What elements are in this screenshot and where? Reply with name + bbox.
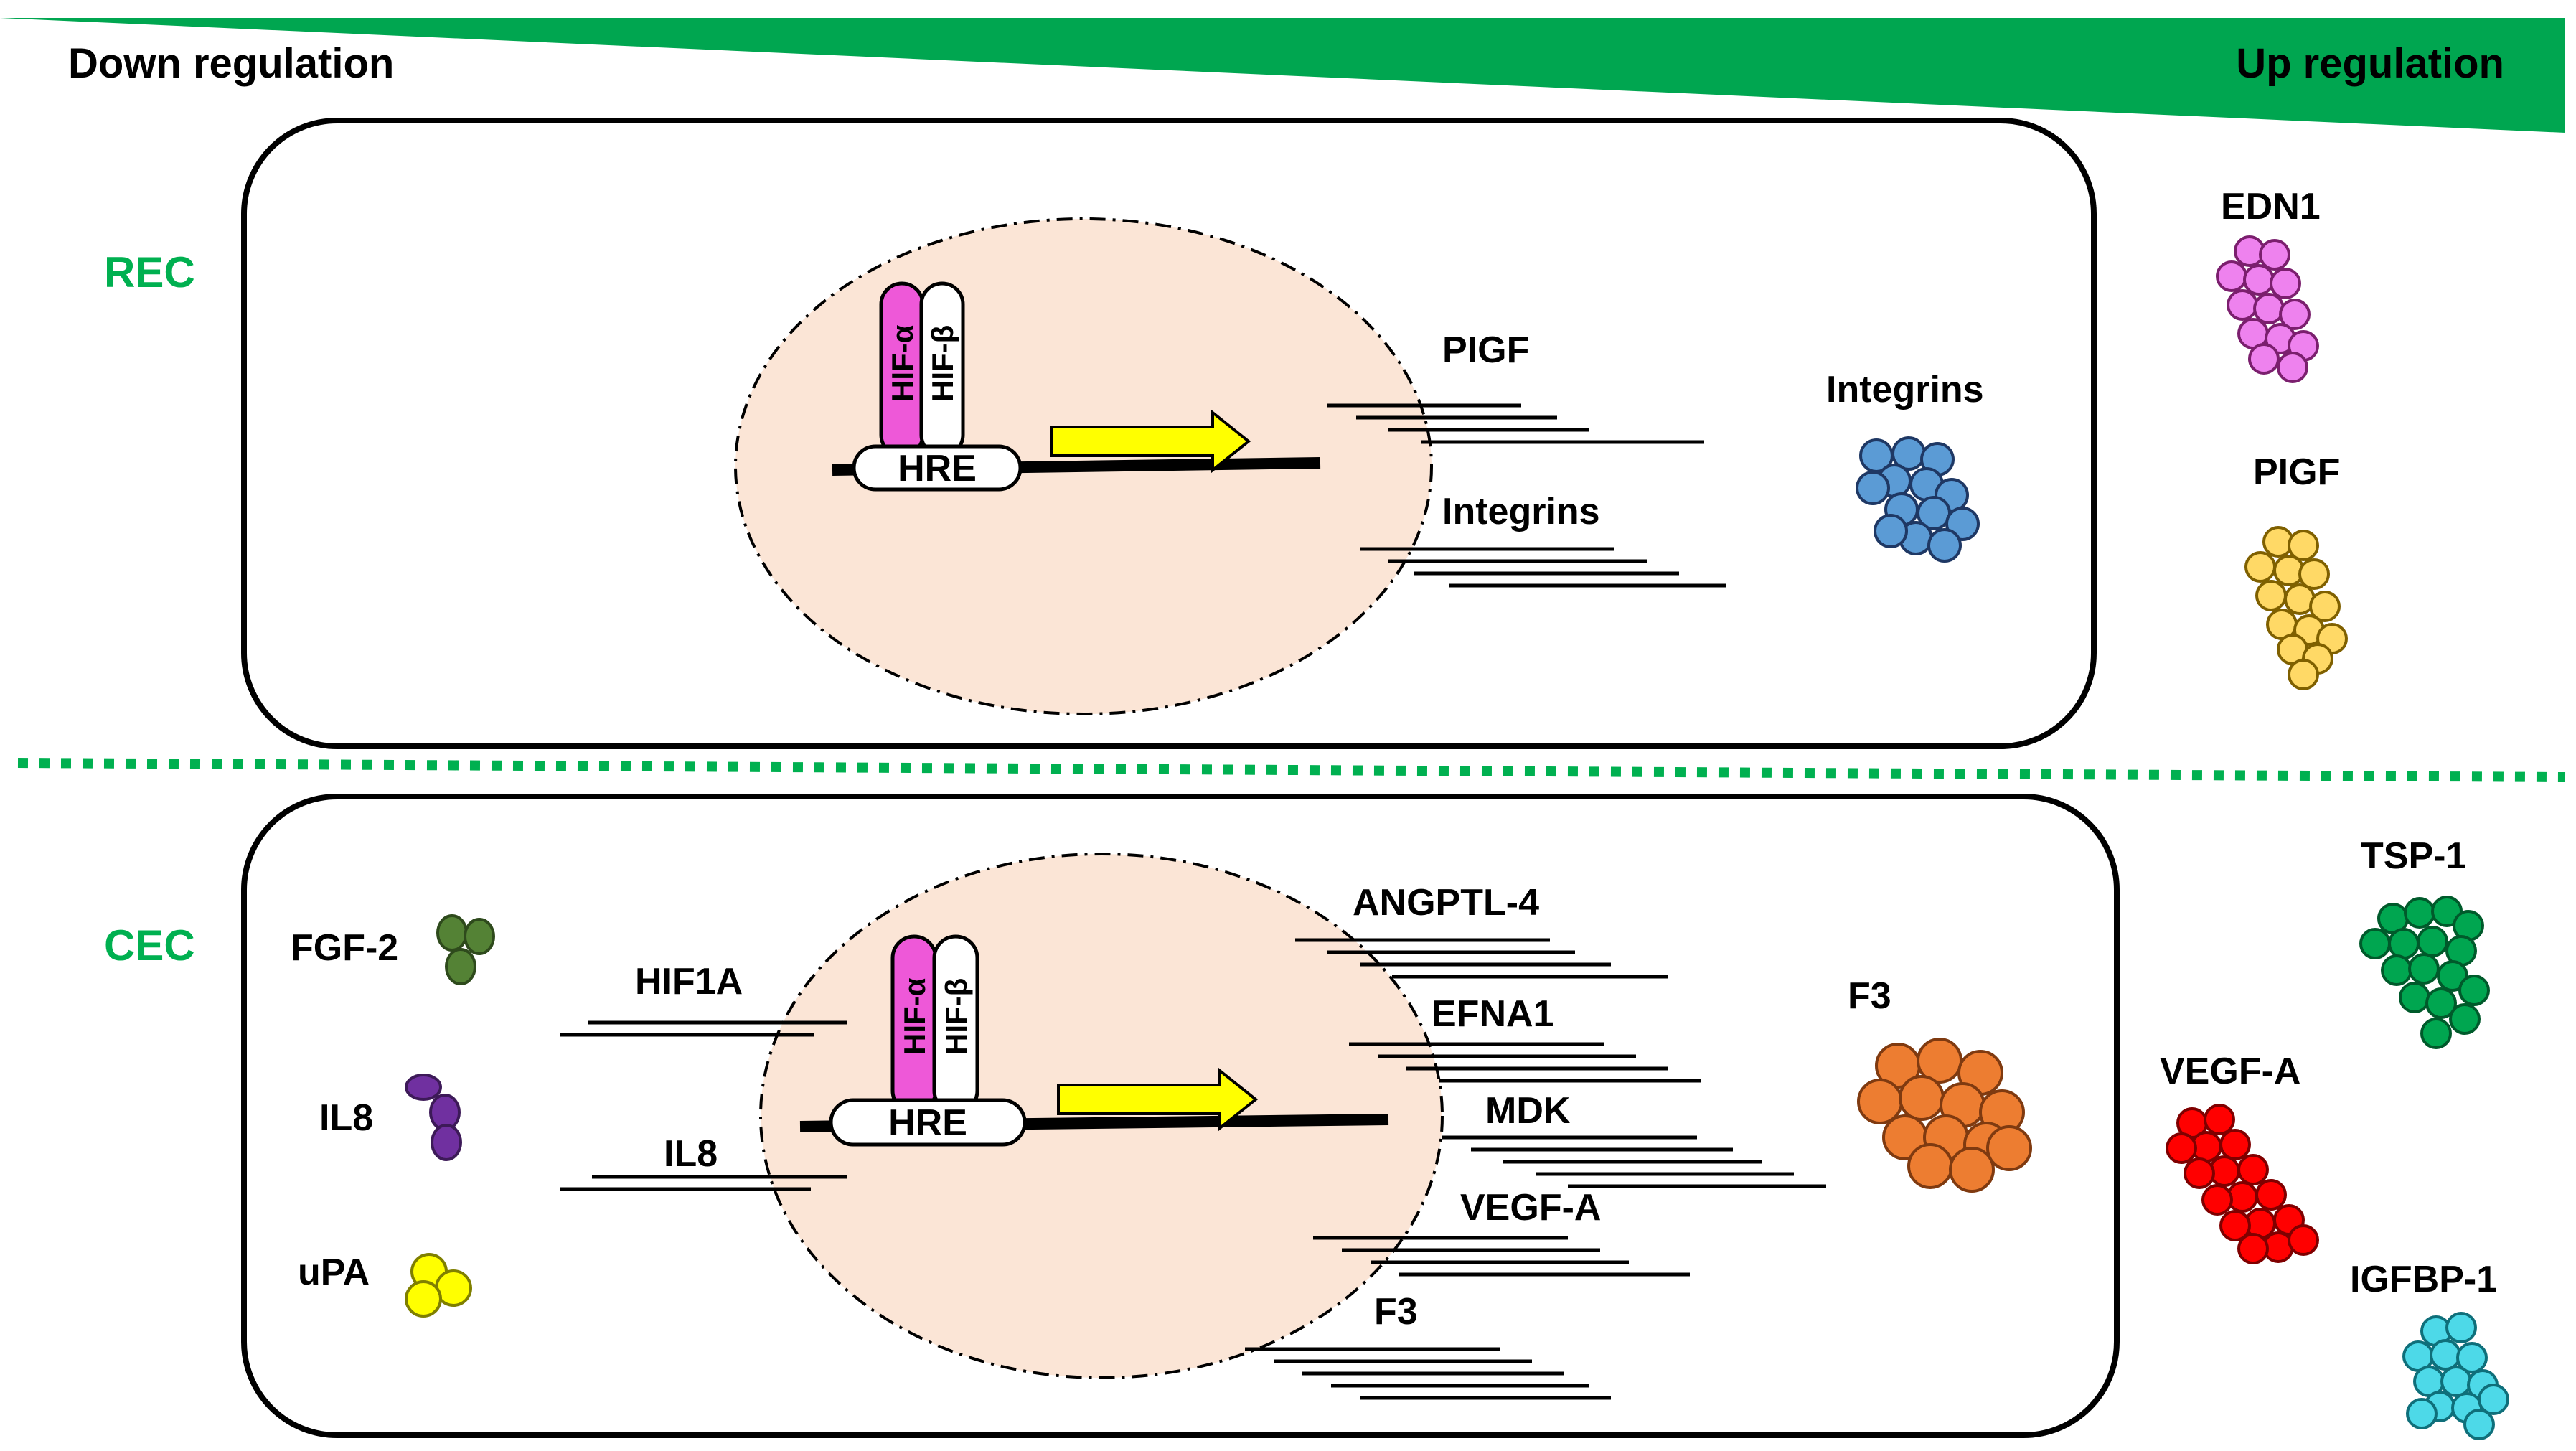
cec-up-cluster-tsp1	[2359, 896, 2490, 1049]
cec-hre-element	[829, 1098, 1027, 1147]
cec-up-label-vegfa: VEGF-A	[2160, 1051, 2300, 1092]
rec-transcript-label-integrins: Integrins	[1442, 491, 1600, 532]
cec-protein-cluster-f3	[1857, 1038, 2032, 1193]
cec-cell-membrane	[241, 794, 2120, 1438]
cec-up-label-tsp1: TSP-1	[2361, 835, 2466, 877]
cec-transcript-lines-f3	[1245, 1347, 1611, 1400]
cec-transcript-label-f3: F3	[1374, 1291, 1418, 1333]
cec-up-cluster-igfbp1	[2402, 1312, 2509, 1440]
regulation-gradient-wedge	[0, 18, 2565, 133]
rec-transcript-label-pigf: PIGF	[1442, 329, 1529, 371]
rec-up-label-edn1: EDN1	[2221, 186, 2321, 227]
cec-transcript-lines-vegfa	[1313, 1236, 1690, 1277]
cec-transcript-label-efna1: EFNA1	[1432, 993, 1553, 1035]
cec-down-transcript-lines-hif1a	[560, 1020, 847, 1037]
cec-down-cluster-il8	[405, 1074, 462, 1161]
cec-down-transcript-label-hif1a: HIF1A	[635, 961, 743, 1002]
up-regulation-label: Up regulation	[2236, 40, 2504, 87]
rec-hre-label: HRE	[898, 448, 977, 489]
down-regulation-label: Down regulation	[68, 40, 394, 87]
rec-hre-element	[852, 444, 1023, 492]
cec-transcript-lines-mdk	[1442, 1135, 1826, 1188]
cec-transcript-lines-angptl4	[1295, 938, 1668, 979]
cec-down-label-fgf2: FGF-2	[291, 927, 398, 969]
cec-down-cluster-upa	[405, 1253, 472, 1318]
rec-up-label-pigf: PIGF	[2253, 451, 2340, 493]
rec-transcript-lines-integrins	[1360, 547, 1726, 588]
rec-label: REC	[104, 248, 195, 296]
rec-cell-membrane	[241, 118, 2097, 749]
cec-hre-label: HRE	[888, 1102, 967, 1144]
cec-up-cluster-vegfa	[2166, 1104, 2319, 1264]
cec-transcript-label-vegfa: VEGF-A	[1460, 1187, 1601, 1229]
cec-protein-label-f3: F3	[1848, 975, 1891, 1017]
cec-transcription-arrow	[1057, 1067, 1259, 1132]
rec-hif-beta-label: HIF-β	[926, 325, 959, 402]
cec-down-transcript-lines-il8	[560, 1175, 847, 1191]
cec-hif-alpha-label: HIF-α	[898, 977, 931, 1055]
rec-up-cluster-pigf	[2244, 526, 2348, 690]
cec-transcript-label-angptl4: ANGPTL-4	[1353, 882, 1539, 924]
cec-down-label-upa: uPA	[298, 1252, 370, 1293]
rec-transcription-arrow	[1050, 409, 1251, 474]
cec-transcript-label-mdk: MDK	[1485, 1090, 1571, 1132]
cell-divider	[17, 758, 2566, 782]
cec-hif-beta-label: HIF-β	[939, 978, 973, 1055]
cec-transcript-lines-efna1	[1349, 1042, 1701, 1083]
rec-protein-label-integrins: Integrins	[1826, 369, 1984, 410]
cec-down-transcript-label-il8: IL8	[664, 1133, 718, 1175]
rec-hif-alpha-label: HIF-α	[885, 324, 919, 402]
cec-down-label-il8: IL8	[319, 1097, 373, 1139]
rec-transcript-lines-pigf	[1327, 403, 1704, 444]
rec-up-cluster-edn1	[2216, 235, 2319, 383]
cec-down-cluster-fgf2	[436, 914, 495, 985]
rec-protein-cluster-integrins	[1856, 436, 1980, 563]
cec-up-label-igfbp1: IGFBP-1	[2350, 1259, 2497, 1300]
cec-label: CEC	[104, 921, 195, 969]
